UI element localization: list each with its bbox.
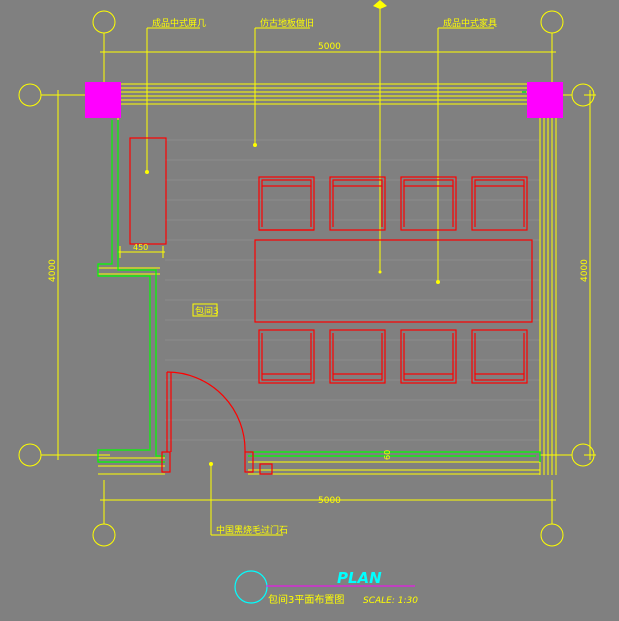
chairs-top-row: [258, 176, 528, 231]
plan-title: PLAN: [337, 569, 382, 587]
label-furniture: 成品中式家具: [443, 17, 497, 29]
chairs-bottom-row: [258, 329, 528, 384]
column-top-right: [527, 82, 563, 118]
dim-bottom: 5000: [318, 496, 341, 506]
room-label-box: [192, 303, 218, 317]
wall-outlines: [98, 83, 557, 475]
column-top-left: [85, 82, 121, 118]
label-screen: 成品中式屏几: [152, 17, 206, 29]
axis-circle-bottom-left: [92, 523, 116, 547]
chair: [329, 329, 386, 384]
title-circle: [234, 570, 268, 604]
chair: [258, 329, 315, 384]
chair: [400, 176, 457, 231]
room-label: 包间3: [195, 305, 219, 317]
label-floor: 仿古地板做旧: [260, 17, 314, 29]
side-cabinet: [129, 137, 167, 245]
chair: [471, 176, 528, 231]
chair: [400, 329, 457, 384]
dimension-lines: [52, 27, 596, 536]
axis-circle-top-left: [92, 10, 116, 34]
label-threshold: 中国黑烧毛过门石: [216, 524, 288, 536]
chair: [471, 329, 528, 384]
dim-top: 5000: [318, 42, 341, 52]
axis-circle-top-right: [540, 10, 564, 34]
axis-circle-left-top: [18, 83, 42, 107]
floor-hatch: [165, 139, 540, 441]
axis-circle-bottom-right: [540, 523, 564, 547]
door-swing: [161, 371, 273, 475]
plan-name: 包间3平面布置图: [268, 593, 344, 606]
axis-circle-left-bottom: [18, 443, 42, 467]
dim-left: 4000: [48, 259, 58, 282]
dim-right: 4000: [580, 259, 590, 282]
chair: [329, 176, 386, 231]
chair: [258, 176, 315, 231]
grid-axis-markers: [18, 10, 595, 547]
plan-scale: SCALE: 1:30: [363, 596, 418, 606]
section-marker-icon: [373, 0, 387, 9]
dim-wall: 60: [383, 450, 392, 460]
interior-wall-green: [97, 91, 541, 463]
dining-table: [254, 239, 533, 323]
dim-cabinet: 450: [133, 243, 148, 252]
